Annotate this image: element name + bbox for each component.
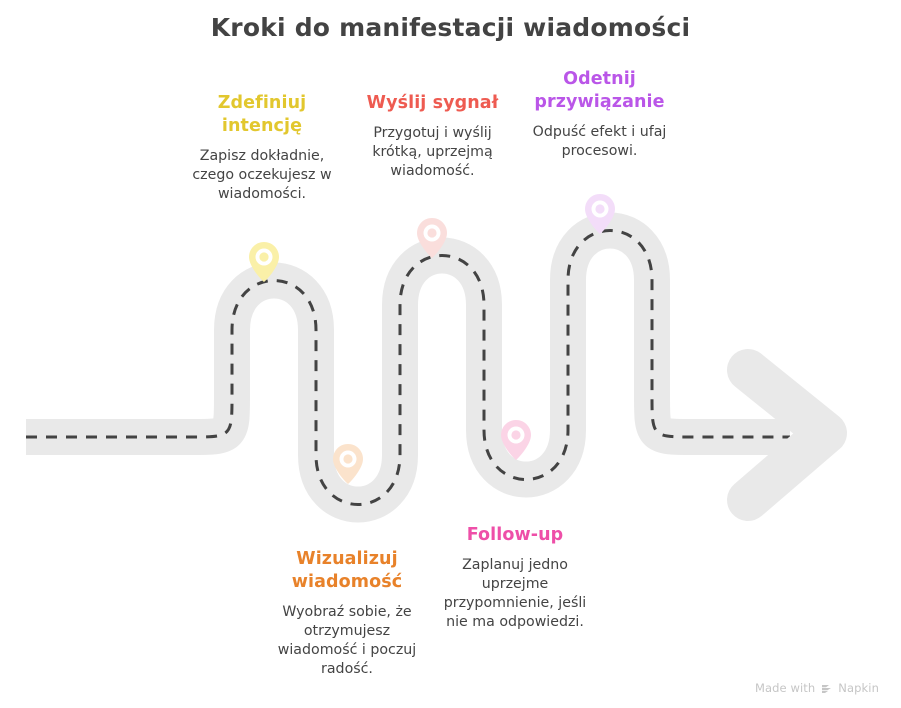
step-title: Zdefiniuj intencję: [217, 93, 307, 137]
road-center-dashes: [26, 229, 790, 506]
map-pin-icon-1: [249, 242, 279, 282]
map-pin-icon-2: [417, 218, 447, 258]
watermark-made-with-label: Made with: [754, 681, 816, 695]
napkin-watermark: Made with Napkin: [755, 681, 879, 695]
step-description: Odpuść efekt i ufaj procesowi.: [532, 124, 667, 160]
arrow-head-icon: [727, 349, 847, 521]
step-wyslij-sygnal: Wyślij sygnał Przygotuj i wyślij krótką,…: [355, 92, 510, 181]
step-title: Follow-up: [466, 525, 564, 545]
step-description: Zapisz dokładnie, czego oczekujesz w wia…: [192, 148, 332, 202]
map-pin-icon-4: [333, 444, 363, 484]
step-title: Wizualizuj wiadomość: [291, 549, 403, 593]
road-surface: [26, 212, 790, 523]
step-wizualizuj-wiadomosc: Wizualizuj wiadomość Wyobraź sobie, że o…: [266, 548, 428, 679]
page-title: Kroki do manifestacji wiadomości: [210, 13, 691, 42]
watermark-brand-label: Napkin: [838, 681, 879, 695]
napkin-logo-icon: [822, 684, 832, 693]
map-pin-icon-5: [501, 420, 531, 460]
step-description: Wyobraź sobie, że otrzymujesz wiadomość …: [277, 604, 417, 677]
map-pin-icon-3: [585, 194, 615, 234]
step-follow-up: Follow-up Zaplanuj jedno uprzejme przypo…: [432, 524, 598, 632]
step-description: Zaplanuj jedno uprzejme przypomnienie, j…: [443, 557, 587, 630]
step-zdefiniuj-intencje: Zdefiniuj intencję Zapisz dokładnie, cze…: [183, 92, 341, 204]
step-description: Przygotuj i wyślij krótką, uprzejmą wiad…: [372, 125, 493, 179]
step-title: Odetnij przywiązanie: [534, 69, 665, 113]
step-odetnij-przywiazanie: Odetnij przywiązanie Odpuść efekt i ufaj…: [512, 68, 687, 161]
step-title: Wyślij sygnał: [366, 93, 499, 113]
